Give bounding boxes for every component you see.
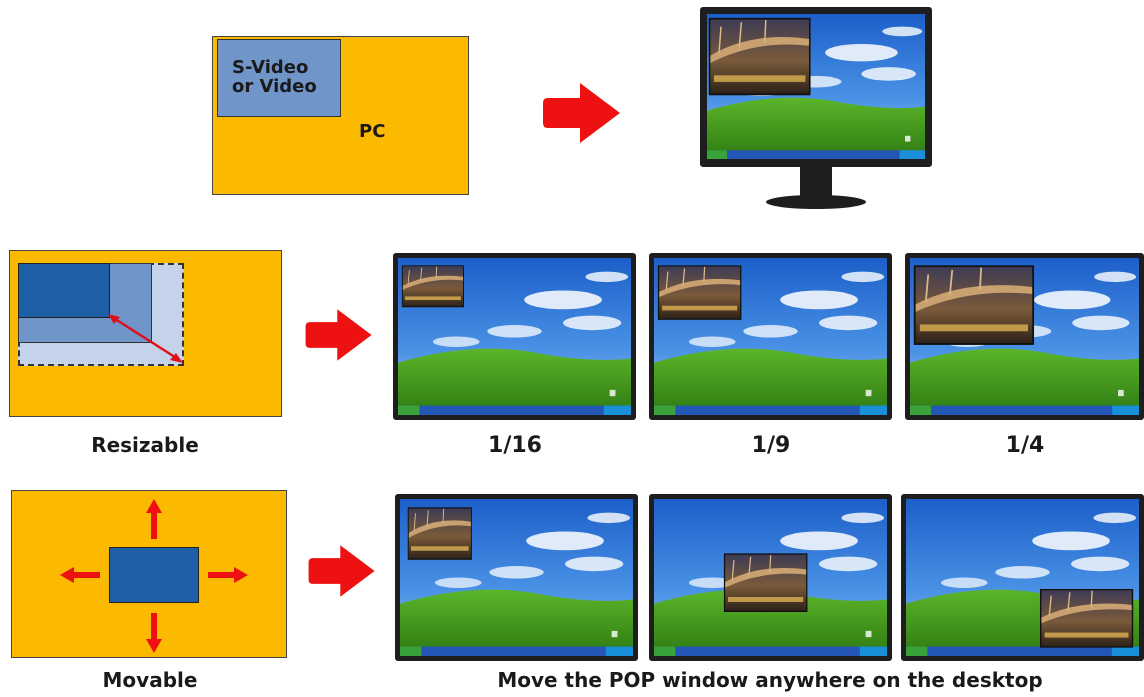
right-arrow-icon	[305, 309, 372, 361]
video-window-box: S-Video or Video	[217, 39, 341, 117]
desktop-size-1-4	[905, 253, 1144, 420]
resizable-diagram	[9, 250, 282, 417]
small-size-window	[18, 263, 110, 318]
desktop-size-1-9	[649, 253, 892, 420]
movable-window	[109, 547, 199, 603]
movable-caption: Movable	[102, 668, 198, 692]
desktop-position-center	[649, 494, 892, 661]
desktop-wallpaper	[707, 14, 925, 159]
pc-screen-diagram: S-Video or Video PC	[212, 36, 469, 195]
desktop-position-top-left	[395, 494, 638, 661]
move-caption: Move the POP window anywhere on the desk…	[497, 668, 1043, 692]
right-arrow-icon	[308, 545, 375, 597]
pc-label: PC	[359, 121, 386, 142]
monitor-screen	[700, 7, 932, 167]
left-arrow-icon	[60, 567, 100, 583]
pop-window	[708, 17, 811, 96]
right-arrow-small-icon	[208, 567, 248, 583]
monitor-base	[766, 195, 866, 209]
diagonal-resize-arrow-icon	[108, 314, 183, 363]
video-box-label: S-Video or Video	[232, 57, 317, 97]
monitor	[700, 7, 932, 211]
pop-window	[407, 507, 472, 560]
size-label-1-16: 1/16	[488, 433, 542, 458]
pop-window	[913, 265, 1035, 345]
size-label-1-4: 1/4	[1005, 433, 1045, 458]
pop-window	[657, 265, 742, 320]
down-arrow-icon	[146, 613, 162, 653]
resizable-caption: Resizable	[91, 433, 199, 457]
size-label-1-9: 1/9	[751, 433, 791, 458]
pop-window	[1039, 589, 1134, 648]
movable-diagram	[11, 490, 287, 658]
right-arrow-icon	[543, 83, 620, 143]
pop-window	[401, 265, 465, 308]
monitor-neck	[800, 167, 832, 199]
desktop-size-1-16	[393, 253, 636, 420]
up-arrow-icon	[146, 499, 162, 539]
pop-window	[723, 553, 808, 613]
desktop-position-bottom-right	[901, 494, 1144, 661]
